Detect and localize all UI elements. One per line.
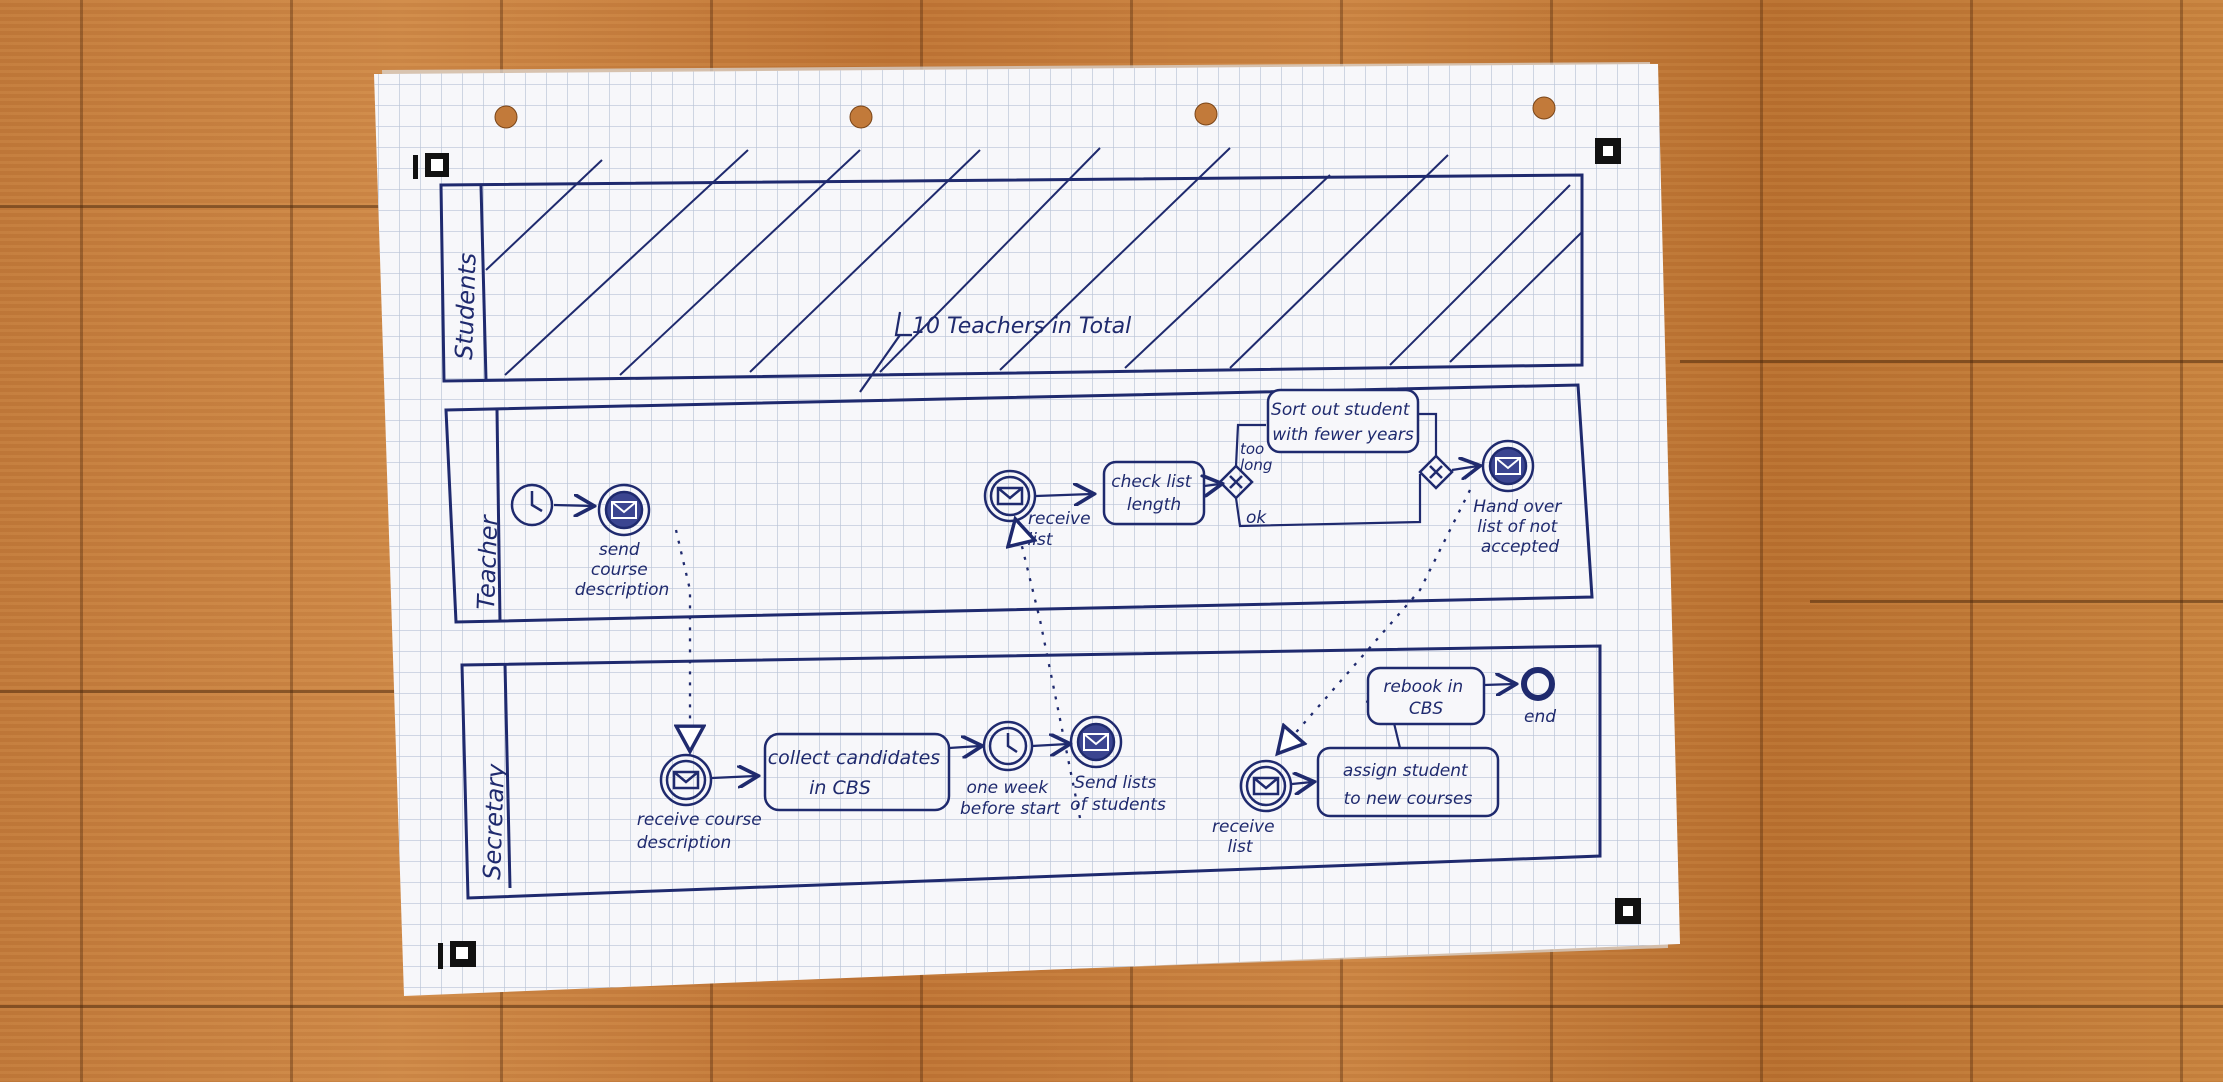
ok-flow: [1234, 474, 1422, 528]
svg-text:collect candidates in CB: collect candidates in CBS: [768, 747, 947, 799]
wood-seam: [1680, 360, 2223, 363]
hand-over-list-event: [1481, 439, 1535, 493]
end-event: [1521, 667, 1555, 701]
receive-course-description-label: receive course description: [637, 810, 767, 853]
join-gateway: [1418, 454, 1454, 490]
sequence-flow: [1418, 412, 1438, 460]
sequence-flow: [1204, 484, 1220, 486]
svg-text:check list length: check list length: [1111, 472, 1197, 515]
sequence-flow: [553, 505, 592, 506]
send-course-description-label: send course description: [575, 540, 670, 600]
teacher-pool: [444, 383, 1594, 624]
rebook-in-cbs-task: rebook in CBS: [1366, 666, 1486, 726]
sequence-flow: [1031, 744, 1068, 746]
ok-label: ok: [1246, 508, 1267, 528]
wood-seam: [1810, 600, 2223, 603]
corner-markers: [413, 138, 1641, 969]
lane-label-secretary: Secretary: [478, 762, 510, 880]
sequence-flow: [1483, 684, 1514, 685]
too-long-label: too long: [1240, 440, 1272, 474]
send-lists-event: [1069, 715, 1123, 769]
end-label: end: [1524, 707, 1556, 727]
wood-seam: [0, 205, 380, 208]
annotation-10-teachers: 10 Teachers in Total: [859, 311, 1131, 393]
sequence-flow: [1035, 494, 1092, 496]
sequence-flow: [1291, 782, 1312, 784]
too-long-flow: [1234, 423, 1266, 467]
send-course-description-event: [597, 483, 651, 537]
assign-student-task: assign student to new courses: [1316, 746, 1500, 818]
send-lists-label: Send lists of students: [1070, 773, 1166, 815]
teacher-timer-start-event: [510, 483, 554, 527]
sort-out-students-task: Sort out student with fewer years: [1266, 388, 1420, 454]
wood-seam: [0, 1005, 2223, 1008]
sequence-flow: [1451, 466, 1478, 470]
svg-text:rebook in CBS: rebook in CBS: [1383, 677, 1468, 719]
collect-candidates-task: collect candidates in CBS: [763, 732, 951, 812]
secretary-receive-list-label: receive list: [1212, 817, 1280, 857]
sequence-flow: [948, 746, 980, 748]
lane-label-teacher: Teacher: [472, 513, 503, 610]
wood-seam: [0, 690, 420, 693]
one-week-label: one week before start: [960, 778, 1061, 819]
check-list-length-task: check list length: [1102, 460, 1206, 526]
secretary-pool: [460, 644, 1602, 900]
receive-course-description-event: [659, 753, 713, 807]
secretary-receive-list-event: [1239, 759, 1293, 813]
svg-text:Sort out student with fe: Sort out student with fewer years: [1271, 400, 1415, 445]
sequence-flow: [711, 776, 756, 778]
students-pool: [439, 147, 1584, 383]
punch-holes: [494, 96, 1556, 129]
annotation-text: 10 Teachers in Total: [912, 314, 1131, 339]
svg-text:assign student to new co: assign student to new courses: [1343, 761, 1473, 809]
hand-over-list-label: Hand over list of not accepted: [1473, 497, 1567, 557]
one-week-timer-event: [982, 720, 1034, 772]
lane-label-students: Students: [450, 252, 482, 360]
